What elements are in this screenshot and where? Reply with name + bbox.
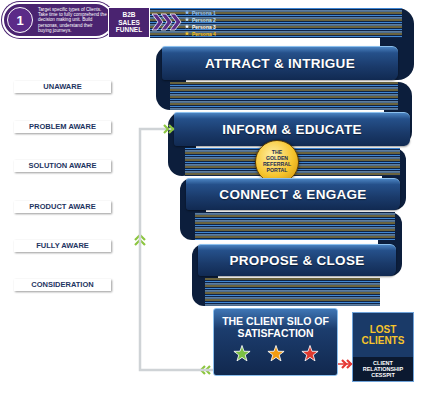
persona-star: [185, 24, 190, 29]
stage-text: SOLUTION AWARE: [28, 162, 96, 170]
stage-text: UNAWARE: [43, 83, 81, 91]
stage-text: CONSIDERATION: [31, 281, 93, 289]
awareness-stage: PROBLEM AWARE: [14, 121, 111, 133]
stage-text: PROBLEM AWARE: [29, 123, 96, 131]
funnel-chevron: [152, 14, 163, 30]
band-title: ATTRACT & INTRIGUE: [205, 56, 355, 71]
awareness-stage: CONSIDERATION: [14, 279, 111, 291]
funnel-title-box: B2B SALES FUNNEL: [108, 7, 150, 38]
persona-stripes: [140, 8, 402, 38]
lost-clients-box: LOST CLIENTSCLIENT RELATIONSHIP CESSPIT: [352, 312, 414, 382]
lost-text: LOST CLIENTS: [353, 313, 413, 357]
funnel-title: B2B SALES FUNNEL: [112, 11, 146, 34]
ribbon-stripes: [195, 212, 395, 240]
persona-label: Persona 4: [192, 31, 216, 37]
loop-chevron: [135, 235, 145, 245]
funnel-band: PROPOSE & CLOSE: [198, 244, 396, 276]
funnel-chevron: [170, 14, 181, 30]
funnel-chevron: [161, 14, 172, 30]
stage-text: PRODUCT AWARE: [29, 203, 95, 211]
awareness-stage: FULLY AWARE: [14, 240, 111, 252]
step-number: 1: [7, 7, 33, 33]
ribbon-stripes: [170, 82, 398, 110]
persona-label: Persona 2: [192, 17, 216, 23]
loop-chevron: [201, 366, 210, 374]
portal-text: THE GOLDEN REFERRAL PORTAL: [261, 150, 293, 173]
band-title: CONNECT & ENGAGE: [219, 187, 366, 202]
loss-arrow: [338, 363, 352, 365]
awareness-stage: UNAWARE: [14, 81, 111, 93]
intro-text: Target specific types of Clients. Take t…: [38, 7, 107, 33]
band-title: PROPOSE & CLOSE: [229, 253, 364, 268]
persona-star: [185, 31, 190, 36]
funnel-band: CONNECT & ENGAGE: [186, 178, 400, 210]
persona-label: Persona 3: [192, 24, 216, 30]
silo-title: THE CLIENT SILO OF SATISFACTION: [217, 315, 334, 339]
funnel-band: INFORM & EDUCATE: [174, 112, 410, 146]
funnel-band: ATTRACT & INTRIGUE: [162, 46, 398, 80]
awareness-stage: PRODUCT AWARE: [14, 201, 111, 213]
persona-star: [185, 17, 190, 22]
persona-label: Persona 1: [192, 10, 216, 16]
lost-text: CLIENT RELATIONSHIP CESSPIT: [353, 357, 413, 381]
awareness-stage: SOLUTION AWARE: [14, 160, 111, 172]
ribbon-stripes: [205, 278, 380, 306]
step-number-text: 1: [16, 14, 23, 27]
band-title: INFORM & EDUCATE: [222, 122, 362, 137]
persona-star: [185, 10, 190, 15]
stage-text: FULLY AWARE: [36, 242, 89, 250]
intro-pill: Target specific types of Clients. Take t…: [2, 2, 114, 38]
client-silo: THE CLIENT SILO OF SATISFACTION: [213, 308, 338, 376]
